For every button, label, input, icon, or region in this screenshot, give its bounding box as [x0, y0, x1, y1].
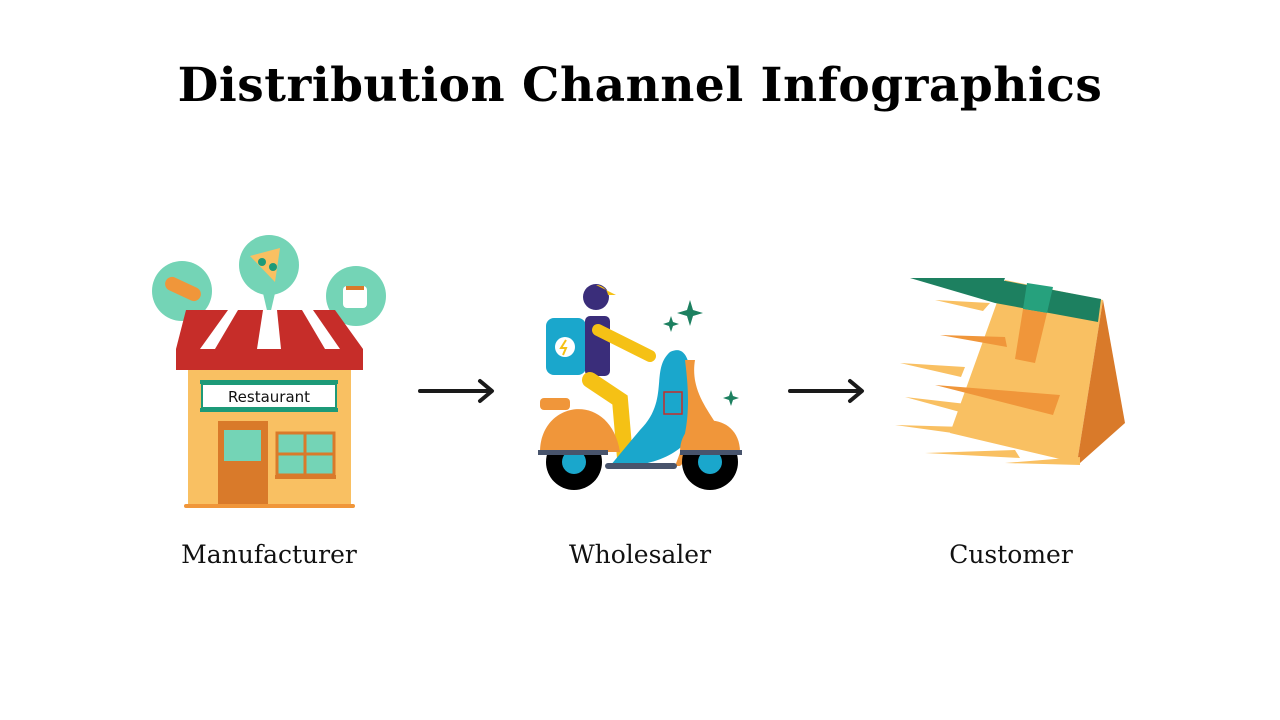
page-title: Distribution Channel Infographics: [177, 58, 1103, 113]
arrow-right-icon: [788, 379, 864, 403]
step-label-wholesaler: Wholesaler: [568, 540, 712, 569]
delivery-scooter-icon: [538, 284, 742, 490]
step-label-customer: Customer: [949, 540, 1073, 569]
arrow-right-icon: [418, 379, 494, 403]
restaurant-icon: Restaurant: [152, 235, 386, 508]
fast-package-icon: [895, 278, 1125, 465]
restaurant-sign: Restaurant: [228, 388, 310, 406]
step-label-manufacturer: Manufacturer: [181, 540, 357, 569]
